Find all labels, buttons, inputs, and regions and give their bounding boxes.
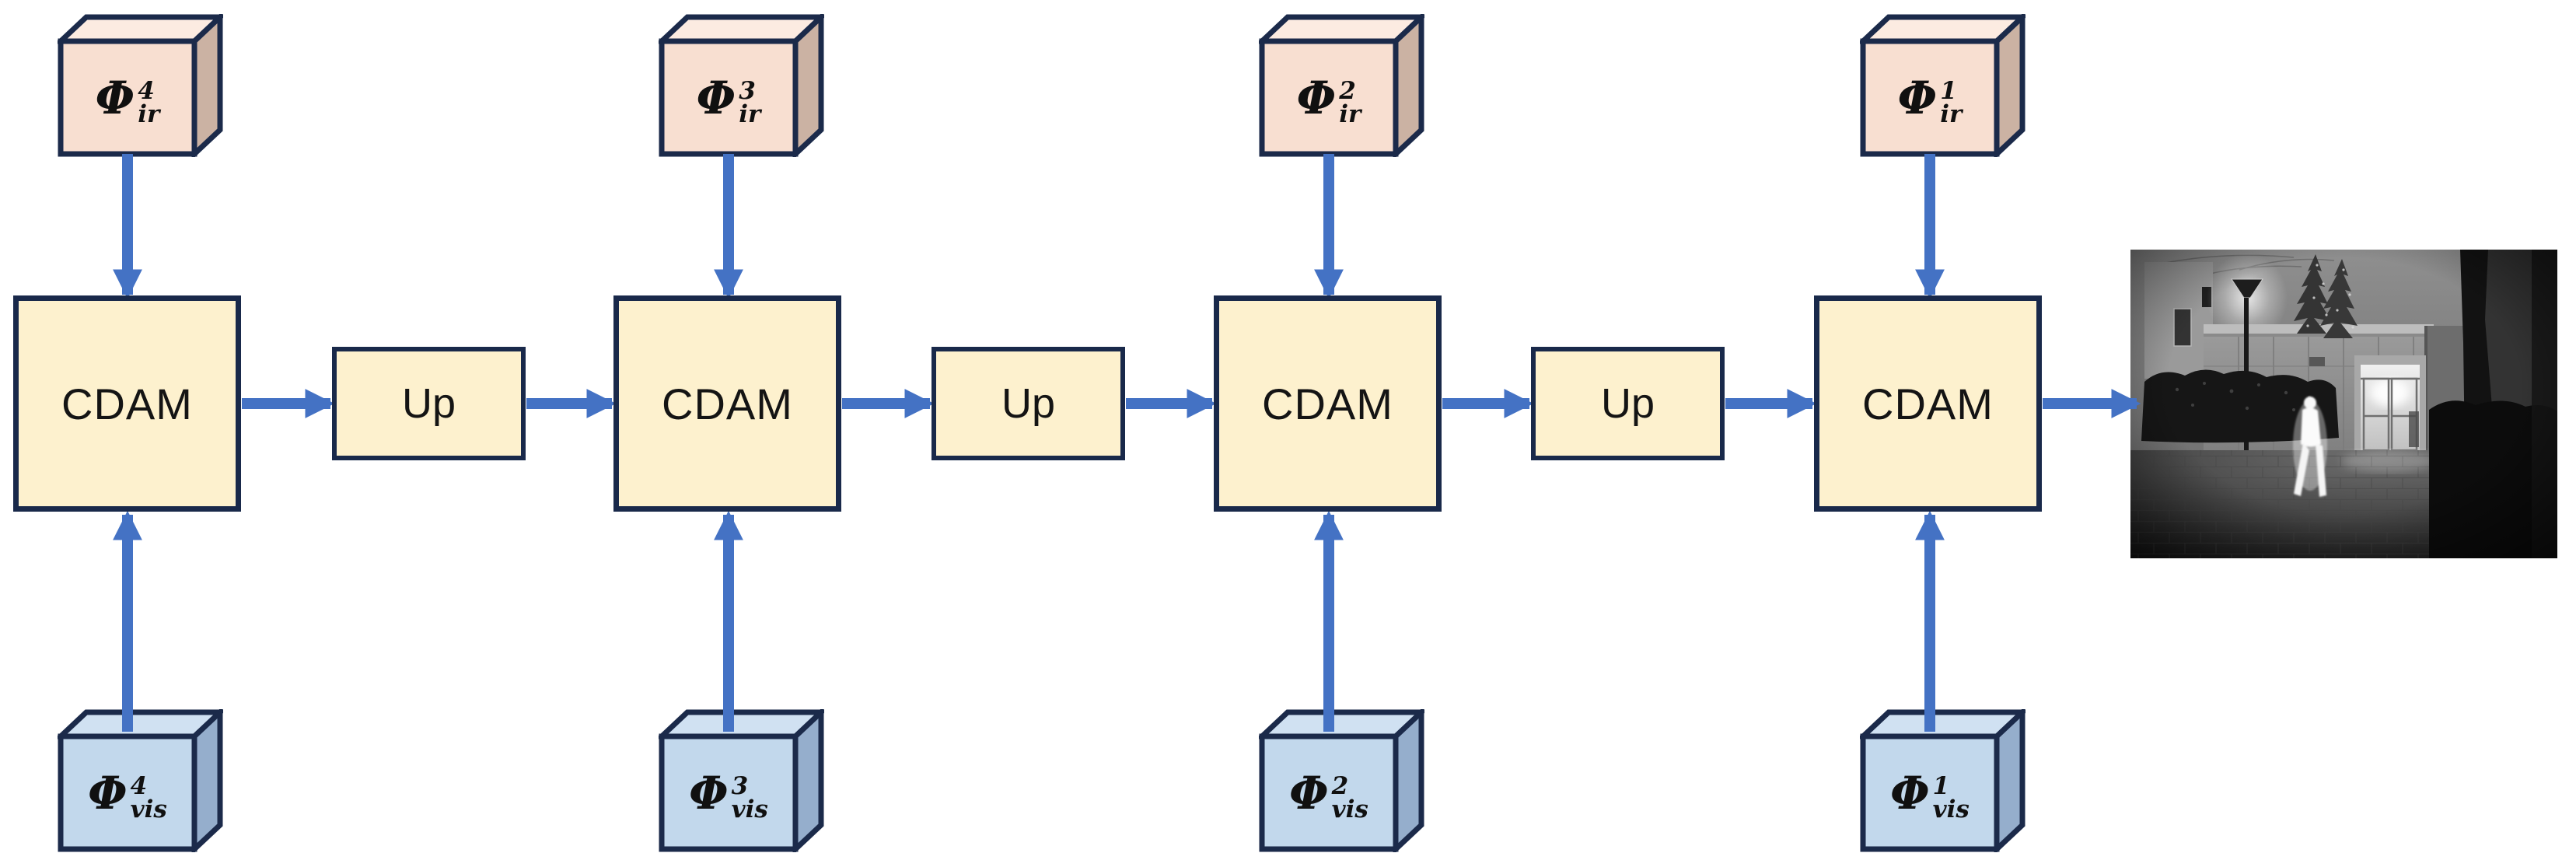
cube-3d-shape (1259, 14, 1424, 157)
cdam-block-1: CDAM (1814, 295, 2042, 512)
cube-3d-shape (659, 709, 824, 852)
cube-3d-shape (1860, 709, 2025, 852)
phi-subscript: ir (1339, 100, 1361, 128)
phi-superscript: 3 (739, 77, 756, 106)
night-scene (2130, 250, 2557, 558)
cdam-block-2: CDAM (1214, 295, 1442, 512)
cube-3d-shape (58, 709, 223, 852)
phi-subscript: ir (138, 100, 160, 128)
cube-3d-shape (58, 14, 223, 157)
cube-3d-shape (1259, 709, 1424, 852)
phi-superscript: 3 (731, 772, 749, 801)
phi-subscript: ir (739, 100, 761, 128)
up-block-3: Up (1531, 347, 1725, 460)
phi-superscript: 2 (1331, 772, 1349, 801)
phi-subscript: vis (1331, 795, 1368, 823)
cube-3d-shape (659, 14, 824, 157)
cube-3d-shape (1860, 14, 2025, 157)
fused-output-image (2130, 250, 2557, 558)
up-block-2: Up (931, 347, 1125, 460)
phi-superscript: 1 (1932, 772, 1950, 801)
phi-subscript: vis (1932, 795, 1970, 823)
phi-subscript: vis (130, 795, 167, 823)
phi-superscript: 4 (130, 772, 148, 801)
phi-superscript: 1 (1940, 77, 1957, 106)
cdam-block-3: CDAM (613, 295, 841, 512)
phi-superscript: 2 (1339, 77, 1356, 106)
up-block-1: Up (332, 347, 526, 460)
phi-subscript: ir (1940, 100, 1963, 128)
phi-superscript: 4 (138, 77, 155, 106)
phi-subscript: vis (731, 795, 768, 823)
cdam-block-4: CDAM (13, 295, 241, 512)
